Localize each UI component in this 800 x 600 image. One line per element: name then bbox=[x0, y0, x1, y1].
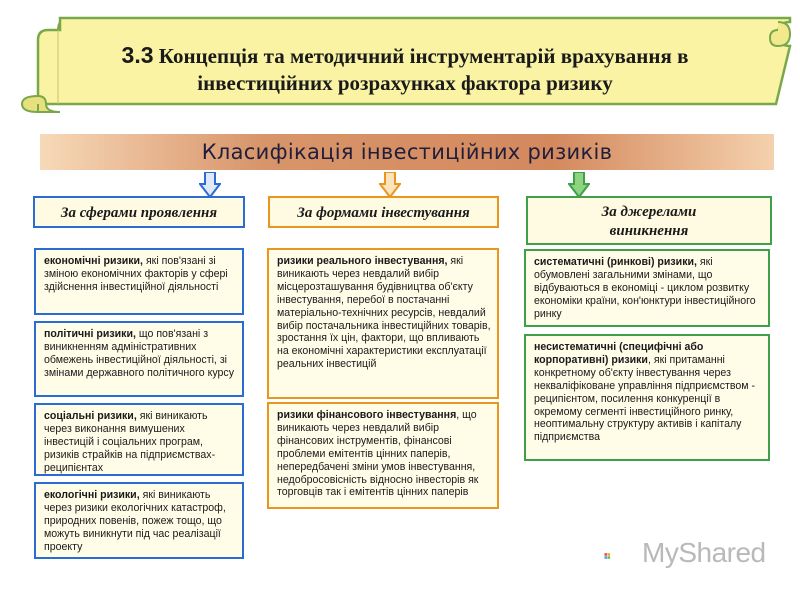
classification-bar: Класифікація інвестиційних ризиків bbox=[40, 134, 774, 170]
risk-text: , що виникають через невдалий вибір фіна… bbox=[277, 409, 479, 499]
arrow-down-icon bbox=[379, 172, 401, 198]
classification-title: Класифікація інвестиційних ризиків bbox=[201, 140, 613, 164]
risk-box-social: соціальні ризики, які виникають через ви… bbox=[34, 403, 244, 476]
risk-box-economic: економічні ризики, які пов'язані зі змін… bbox=[34, 248, 244, 315]
risk-description: ризики реального інвестування, які виник… bbox=[277, 255, 491, 371]
risk-description: економічні ризики, які пов'язані зі змін… bbox=[44, 255, 236, 294]
risk-term: економічні ризики, bbox=[44, 255, 143, 267]
risk-box-unsystematic: несистематичні (специфічні або корпорати… bbox=[524, 334, 770, 461]
title-scroll-banner bbox=[20, 16, 792, 113]
risk-text: які виникають через виконання вимушених … bbox=[44, 410, 216, 474]
arrow-down-icon bbox=[199, 172, 221, 198]
risk-box-real-investment: ризики реального інвестування, які виник… bbox=[267, 248, 499, 399]
risk-box-political: політичні ризики, що пов'язані з виникне… bbox=[34, 321, 244, 397]
risk-description: несистематичні (специфічні або корпорати… bbox=[534, 341, 762, 444]
section-number: 3.3 bbox=[121, 42, 154, 68]
risk-term: екологічні ризики, bbox=[44, 489, 140, 501]
title-line-2: інвестиційних розрахунках фактора ризику bbox=[197, 71, 613, 95]
risk-text: які пов'язані зі зміною економічних факт… bbox=[44, 255, 228, 293]
risk-description: систематичні (ринкові) ризики, які обумо… bbox=[534, 256, 762, 321]
risk-text: які виникають через невдалий вибір місце… bbox=[277, 255, 491, 371]
header-line-1: За джерелами bbox=[601, 204, 697, 220]
risk-box-systematic: систематичні (ринкові) ризики, які обумо… bbox=[524, 249, 770, 327]
risk-term: несистематичні (специфічні або корпорати… bbox=[534, 341, 704, 366]
watermark-text: MyShared bbox=[642, 537, 766, 568]
watermark-logo-icon bbox=[604, 553, 611, 559]
risk-text: які виникають через ризики екологічних к… bbox=[44, 489, 226, 553]
risk-term: політичні ризики, bbox=[44, 328, 136, 340]
risk-description: ризики фінансового інвестування, що вини… bbox=[277, 409, 491, 499]
risk-term: ризики фінансового інвестування bbox=[277, 409, 457, 421]
risk-description: політичні ризики, що пов'язані з виникне… bbox=[44, 328, 236, 380]
page-title: 3.3 Концепція та методичний інструментар… bbox=[40, 42, 770, 97]
risk-text: , які притаманні конкретному об'єкту інв… bbox=[534, 353, 756, 444]
arrow-down-icon bbox=[568, 172, 590, 198]
risk-term: соціальні ризики, bbox=[44, 410, 137, 422]
risk-term: систематичні (ринкові) ризики, bbox=[534, 256, 697, 268]
risk-text: що пов'язані з виникненням адміністратив… bbox=[44, 328, 235, 379]
risk-term: ризики реального інвестування, bbox=[277, 255, 448, 267]
risk-description: екологічні ризики, які виникають через р… bbox=[44, 489, 236, 554]
column-header-sources: За джерелами виникнення bbox=[526, 196, 772, 245]
risk-box-financial-investment: ризики фінансового інвестування, що вини… bbox=[267, 402, 499, 509]
title-line-1: Концепція та методичний інструментарій в… bbox=[158, 44, 689, 68]
risk-box-ecological: екологічні ризики, які виникають через р… bbox=[34, 482, 244, 559]
header-line-2: виникнення bbox=[609, 223, 689, 239]
column-header-spheres: За сферами прояв­лення bbox=[33, 196, 245, 228]
column-header-forms: За формами інвестування bbox=[268, 196, 499, 228]
risk-text: які обумовлені загальними змінами, що ві… bbox=[534, 256, 756, 320]
risk-description: соціальні ризики, які виникають через ви… bbox=[44, 410, 236, 475]
